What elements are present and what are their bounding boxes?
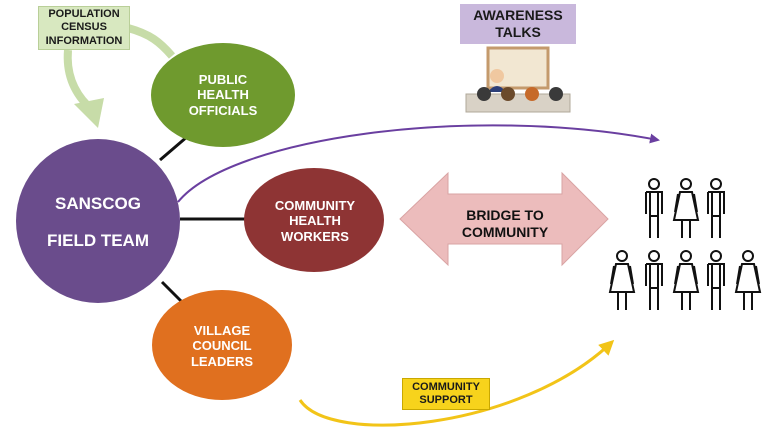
- connector-village: [160, 280, 186, 306]
- person-figure: [608, 250, 636, 310]
- village-ellipse: [152, 290, 292, 400]
- awareness-arrow: [177, 124, 660, 203]
- connector-public-health: [159, 134, 189, 162]
- person-figure: [707, 250, 725, 310]
- person-figure: [645, 178, 663, 238]
- person-figure: [672, 250, 700, 310]
- public-health-ellipse: [151, 43, 295, 147]
- chw-ellipse: [244, 168, 384, 272]
- sanscog-label: SANSCOG FIELD TEAM: [47, 193, 149, 250]
- support-arrow: [298, 339, 615, 427]
- person-figure: [707, 178, 725, 238]
- bridge-label: BRIDGE TO COMMUNITY: [461, 207, 549, 240]
- census-arrow-head: [74, 98, 104, 128]
- sanscog-ellipse: [16, 139, 180, 303]
- person-figure: [734, 250, 762, 310]
- bridge-double-arrow: [399, 171, 609, 267]
- census-arrow-shaft: [126, 24, 176, 59]
- chw-label: COMMUNITY HEALTH WORKERS: [274, 197, 356, 244]
- person-figure: [672, 178, 700, 238]
- person-figure: [645, 250, 663, 310]
- awareness-label: AWARENESS TALKS: [460, 4, 576, 44]
- presentation-talk-icon: [465, 46, 571, 113]
- people-group-icon: [608, 178, 762, 310]
- census-label: POPULATION CENSUS INFORMATION: [38, 6, 130, 50]
- support-label: COMMUNITY SUPPORT: [402, 378, 490, 410]
- village-label: VILLAGE COUNCIL LEADERS: [190, 322, 254, 369]
- census-arrow-down: [63, 49, 91, 109]
- public-health-label: PUBLIC HEALTH OFFICIALS: [188, 71, 258, 118]
